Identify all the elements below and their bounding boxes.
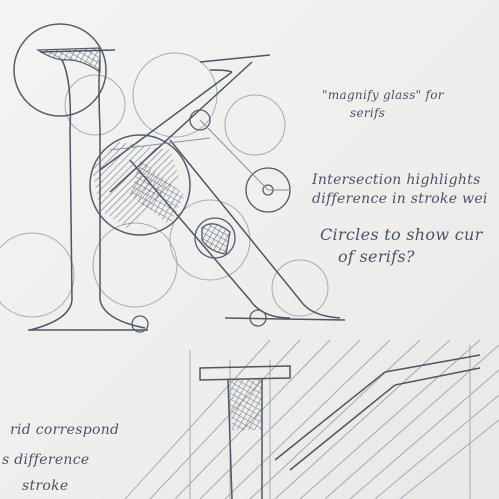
note-bottom-line3: stroke <box>22 478 69 494</box>
note-magnify-line2: serifs <box>350 106 385 120</box>
serif-detail-circles <box>132 110 290 332</box>
lower-sketch-grid <box>125 340 499 499</box>
note-bottom-line2: s difference <box>2 452 89 468</box>
lower-hatched-fill <box>230 378 262 430</box>
note-magnify-line1: "magnify glass" for <box>322 88 444 102</box>
note-bottom-line1: rid correspond <box>10 422 119 438</box>
magnifier-circle-top-serif <box>14 24 106 116</box>
note-circles-line2: of serifs? <box>338 247 415 266</box>
note-intersect-line2: difference in stroke wei <box>312 191 488 207</box>
note-circles-line1: Circles to show cur <box>320 225 483 244</box>
note-intersect-line1: Intersection highlights <box>312 172 481 188</box>
intersection-circle <box>90 135 190 235</box>
